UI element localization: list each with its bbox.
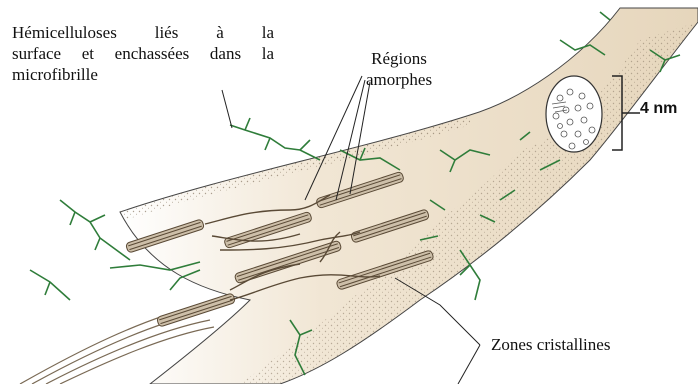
scale-label: 4 nm [640, 100, 677, 118]
crystalline-zones-label: Zones cristallines [491, 334, 610, 355]
amorphous-regions-label: Régions amorphes [366, 48, 432, 90]
amorphous-label-line-1: Régions [366, 48, 432, 69]
hemicellulose-label-line-3: microfibrille [12, 64, 274, 85]
hemicellulose-label-line-1: Hémicelluloses liés à la [12, 22, 274, 43]
amorphous-label-line-2: amorphes [366, 69, 432, 90]
microfibril-cross-section [546, 76, 602, 152]
hemicellulose-label-line-2: surface et enchassées dans la [12, 43, 274, 64]
hemicellulose-label: Hémicelluloses liés à la surface et ench… [12, 22, 274, 85]
